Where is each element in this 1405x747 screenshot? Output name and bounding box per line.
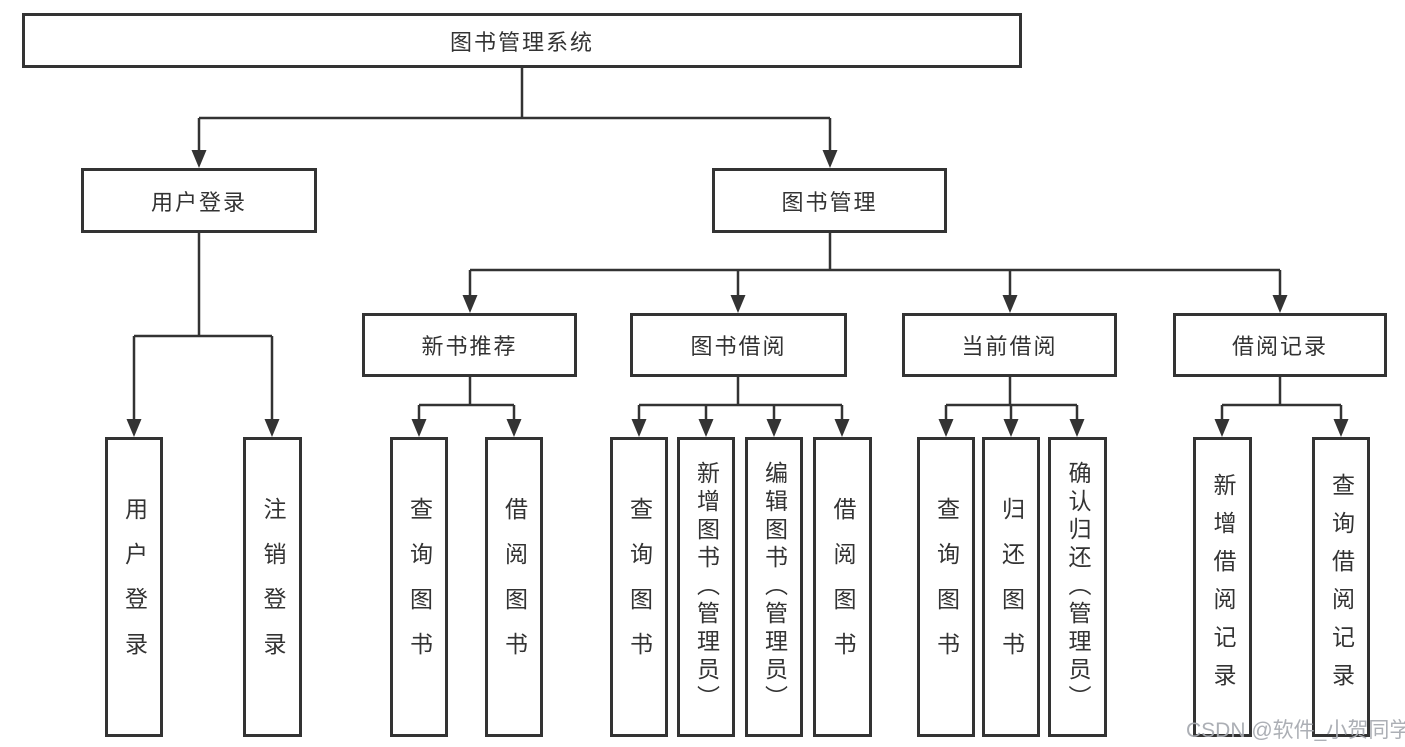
node-book-management: 图书管理 xyxy=(712,168,947,233)
leaf-borrow-books-1: 借阅图书 xyxy=(485,437,543,737)
leaf-edit-book-admin: 编辑图书（管理员） xyxy=(745,437,803,737)
node-book-borrow: 图书借阅 xyxy=(630,313,847,377)
leaf-query-books-1: 查询图书 xyxy=(390,437,448,737)
node-new-book-recommend: 新书推荐 xyxy=(362,313,577,377)
node-borrow-records-label: 借阅记录 xyxy=(1231,334,1328,359)
leaf-query-books-2: 查询图书 xyxy=(610,437,668,737)
node-book-borrow-label: 图书借阅 xyxy=(690,334,787,359)
leaf-user-login: 用户登录 xyxy=(105,437,163,737)
leaf-add-book-admin: 新增图书（管理员） xyxy=(677,437,735,737)
leaf-borrow-books-2: 借阅图书 xyxy=(813,437,872,737)
leaf-query-books-3: 查询图书 xyxy=(917,437,975,737)
node-current-borrow-label: 当前借阅 xyxy=(961,334,1058,359)
leaf-return-books: 归还图书 xyxy=(982,437,1040,737)
node-current-borrow: 当前借阅 xyxy=(902,313,1117,377)
node-root-label: 图书管理系统 xyxy=(449,29,594,55)
csdn-watermark: CSDN @软件_小贺同学 xyxy=(1186,719,1405,742)
node-new-book-recommend-label: 新书推荐 xyxy=(421,334,518,359)
node-root-system: 图书管理系统 xyxy=(22,13,1022,68)
node-user-login-label: 用户登录 xyxy=(150,189,247,215)
leaf-logout: 注销登录 xyxy=(243,437,302,737)
node-user-login: 用户登录 xyxy=(81,168,317,233)
leaf-add-borrow-record: 新增借阅记录 xyxy=(1193,437,1252,737)
node-borrow-records: 借阅记录 xyxy=(1173,313,1387,377)
leaf-query-borrow-record: 查询借阅记录 xyxy=(1312,437,1370,737)
leaf-confirm-return-admin: 确认归还（管理员） xyxy=(1048,437,1107,737)
node-book-management-label: 图书管理 xyxy=(781,189,878,215)
